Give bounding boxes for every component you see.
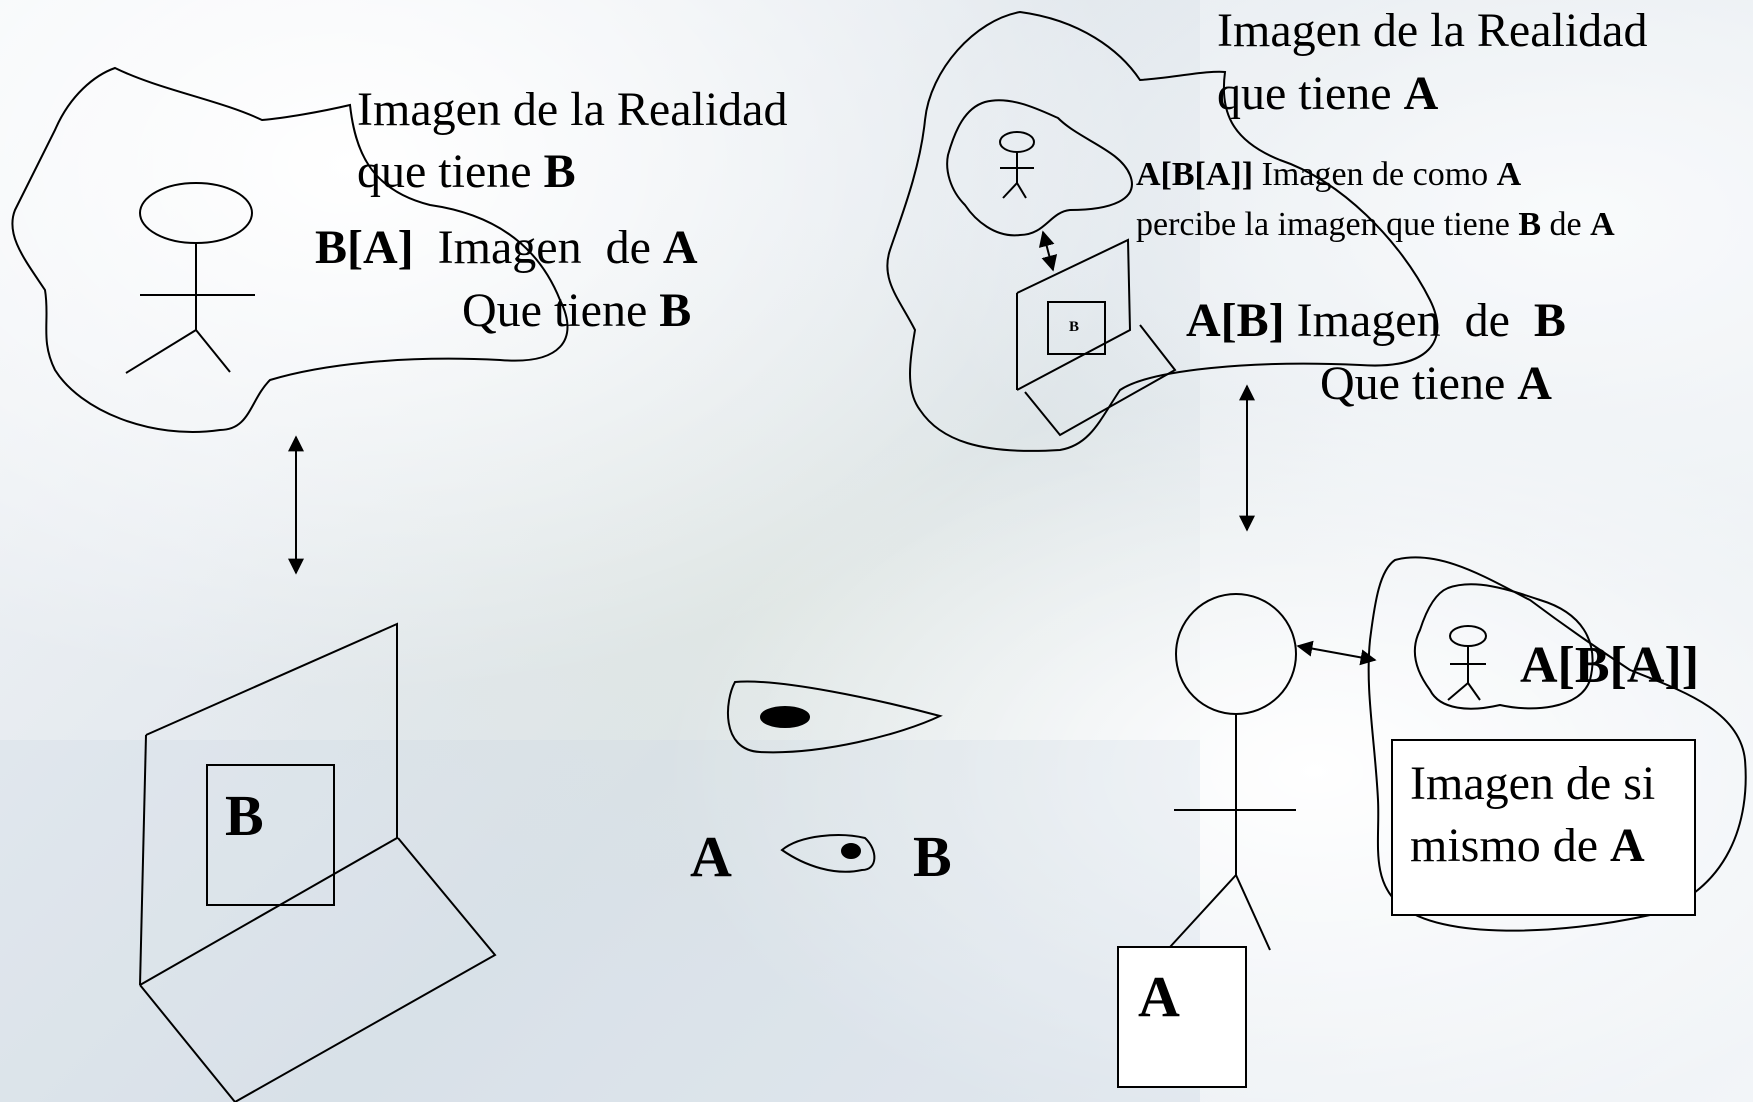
left-cloud-title-line2: que tiene B: [357, 145, 576, 198]
nested-cloud-a-b-a: [946, 99, 1133, 237]
person-a-box: [1117, 946, 1247, 1088]
computer-b-label: B: [225, 783, 264, 848]
center-label-b: B: [913, 824, 952, 889]
right-reality-cloud: [886, 10, 1439, 452]
nested-computer-b-screen: [1047, 301, 1106, 355]
nested-small-arrow: [1038, 230, 1058, 272]
nested-screen-label: B: [1069, 319, 1080, 335]
inner-small-cloud: [1413, 583, 1594, 710]
nested-label-line2: percibe la imagen que tiene B de A: [1136, 206, 1615, 243]
left-cloud-title-line1: Imagen de la Realidad: [357, 83, 788, 136]
center-upper-pupil: [760, 706, 810, 728]
nested-computer-b: [1016, 238, 1177, 437]
right-cloud-title-line2: que tiene A: [1217, 67, 1439, 120]
computer-b-screen: [206, 764, 335, 906]
left-cloud-stick-figure: [125, 182, 255, 374]
left-reality-cloud: [11, 66, 569, 433]
inner-cloud-stick-figure: [1447, 625, 1487, 701]
center-lower-pupil: [841, 843, 861, 859]
right-cloud-title-line1: Imagen de la Realidad: [1217, 4, 1648, 57]
computer-b: [139, 622, 497, 1102]
right-cloud-label-line2: Que tiene A: [1320, 357, 1552, 410]
center-lower-eye-shape: [780, 834, 876, 873]
self-image-box-line2: mismo de A: [1410, 819, 1645, 872]
background-panel-bottom: [0, 740, 1200, 1102]
nested-cloud-stick-figure: [999, 131, 1035, 199]
person-a-stick-figure: [1117, 593, 1297, 1088]
center-upper-eye-shape: [726, 680, 943, 754]
self-image-box: [1391, 739, 1696, 916]
center-label-a: A: [690, 824, 732, 889]
person-a-box-label: A: [1138, 964, 1180, 1029]
horizontal-arrow: [1296, 640, 1377, 666]
left-cloud-label-line1: B[A] Imagen de A: [315, 221, 698, 274]
self-image-box-line1: Imagen de si: [1410, 757, 1656, 810]
left-cloud-label-line2: Que tiene B: [462, 284, 692, 337]
self-image-label: A[B[A]]: [1520, 637, 1700, 694]
nested-label-line1: A[B[A]] Imagen de como A: [1136, 156, 1522, 193]
background-panel-right: [1200, 0, 1753, 1102]
right-cloud-label-line1: A[B] Imagen de B: [1186, 294, 1566, 347]
